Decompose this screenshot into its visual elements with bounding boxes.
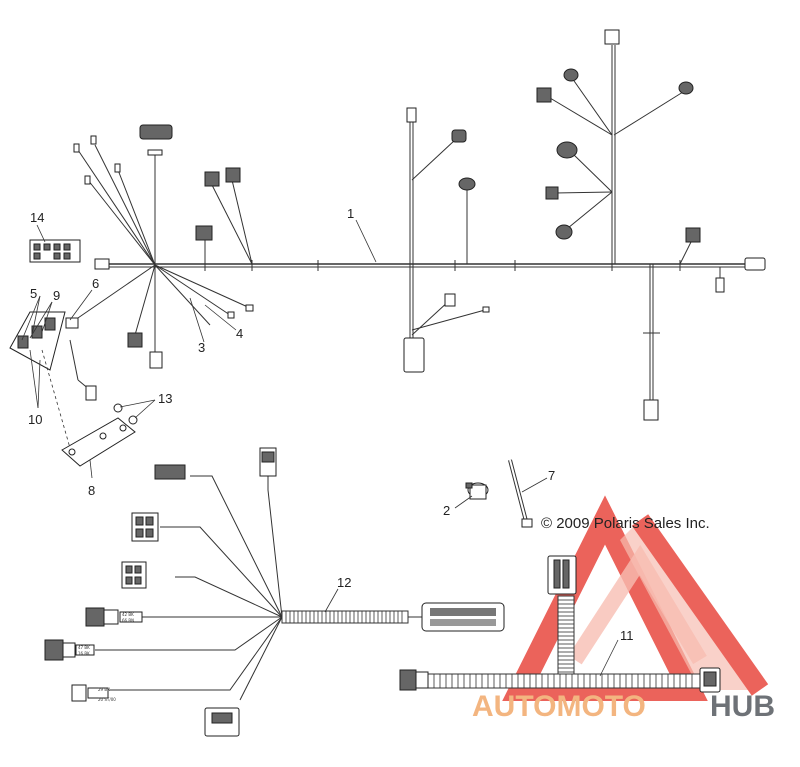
cable-tie-7 [508,459,533,528]
callout-2: 2 [443,503,450,518]
svg-text:16 BK: 16 BK [78,651,90,656]
clip-2 [465,482,489,500]
callout-10: 10 [28,412,42,427]
callout-8: 8 [88,483,95,498]
watermark-logo: AUTOMOTO HUB [472,495,775,723]
watermark-text-automoto: AUTOMOTO [472,690,646,723]
callout-9: 9 [53,288,60,303]
harness-11 [399,555,721,693]
callout-14: 14 [30,210,44,225]
fuse-relay-module [9,239,138,467]
callout-11: 11 [620,628,634,643]
main-harness [73,29,766,421]
callout-4: 4 [236,326,243,341]
callout-1: 1 [347,206,354,221]
copyright-text: © 2009 Polaris Sales Inc. [541,515,710,532]
watermark-text-hub: HUB [710,690,775,723]
callout-12: 12 [337,575,351,590]
svg-text:29 BN: 29 BN [98,687,110,692]
svg-text:20 ST/00: 20 ST/00 [98,697,116,702]
callout-5: 5 [30,286,37,301]
svg-text:66 BN: 66 BN [122,618,134,623]
harness-12: 42 BK 66 BN 47 BK 16 BK 29 BN 20 ST/00 [44,447,505,737]
callout-3: 3 [198,340,205,355]
callout-labels: 1 2 3 4 5 6 7 8 9 10 11 12 13 14 [28,206,634,643]
callout-13: 13 [158,391,172,406]
svg-text:47 BK: 47 BK [78,645,90,650]
callout-leaders [21,219,619,677]
svg-text:42 BK: 42 BK [122,612,134,617]
callout-7: 7 [548,468,555,483]
callout-6: 6 [92,276,99,291]
